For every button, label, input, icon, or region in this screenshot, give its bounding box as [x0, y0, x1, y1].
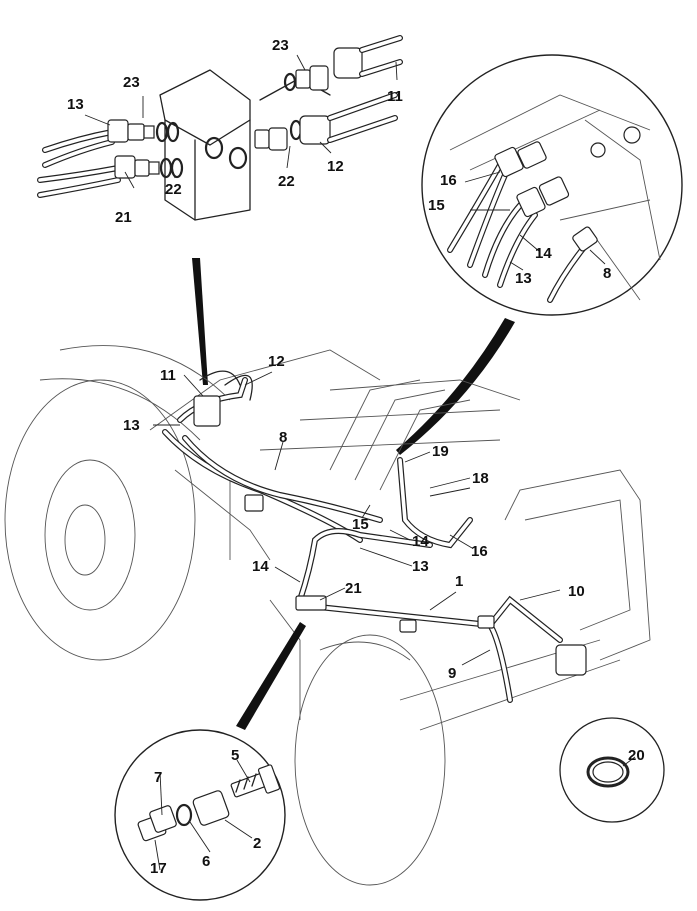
- detail-circle-clamp: [559, 717, 665, 823]
- callout-23-top-left: 23: [123, 74, 140, 91]
- callout-2: 2: [253, 835, 261, 852]
- callout-7: 7: [154, 769, 162, 786]
- leader-lines: [84, 54, 606, 871]
- callout-16-main: 16: [471, 543, 488, 560]
- tractor-outline: [4, 345, 651, 886]
- callout-21-top-left: 21: [115, 209, 132, 226]
- hydraulic-lines: [162, 370, 587, 703]
- callout-5: 5: [231, 747, 239, 764]
- callout-12-top: 12: [327, 158, 344, 175]
- callout-13-circle: 13: [515, 270, 532, 287]
- callout-8-circle: 8: [603, 265, 611, 282]
- callout-21-main: 21: [345, 580, 362, 597]
- callout-11-main: 11: [160, 367, 176, 384]
- detail-pointer-bottom: [236, 622, 306, 730]
- callout-11-top: 11: [387, 88, 403, 105]
- callout-6: 6: [202, 853, 210, 870]
- callout-12-main: 12: [268, 353, 285, 370]
- detail-circle-bottom-left: [114, 729, 286, 901]
- callout-18: 18: [472, 470, 489, 487]
- callout-22-left: 22: [165, 181, 182, 198]
- callout-15-circle: 15: [428, 197, 445, 214]
- valve-assembly-detail: [37, 35, 403, 221]
- callout-14-main-mid: 14: [412, 533, 429, 550]
- callout-13-top-left: 13: [67, 96, 84, 113]
- callout-22-right: 22: [278, 173, 295, 190]
- callout-20: 20: [628, 747, 645, 764]
- callout-14-circle: 14: [535, 245, 552, 262]
- detail-circle-right: [421, 54, 683, 316]
- callout-1: 1: [455, 573, 463, 590]
- callout-16-circle: 16: [440, 172, 457, 189]
- callout-labels: 23 13 21 22 22 23 11 12 16 15 14 13 8 11…: [67, 37, 645, 877]
- callout-8-main: 8: [279, 429, 287, 446]
- callout-13-main-left: 13: [123, 417, 140, 434]
- callout-19: 19: [432, 443, 449, 460]
- callout-15-main: 15: [352, 516, 369, 533]
- callout-14-main-left: 14: [252, 558, 269, 575]
- callout-10: 10: [568, 583, 585, 600]
- callout-13-main-mid: 13: [412, 558, 429, 575]
- callout-23-top: 23: [272, 37, 289, 54]
- callout-17: 17: [150, 860, 167, 877]
- detail-pointer-top: [192, 258, 208, 385]
- callout-9: 9: [448, 665, 456, 682]
- detail-pointer-right: [396, 318, 515, 455]
